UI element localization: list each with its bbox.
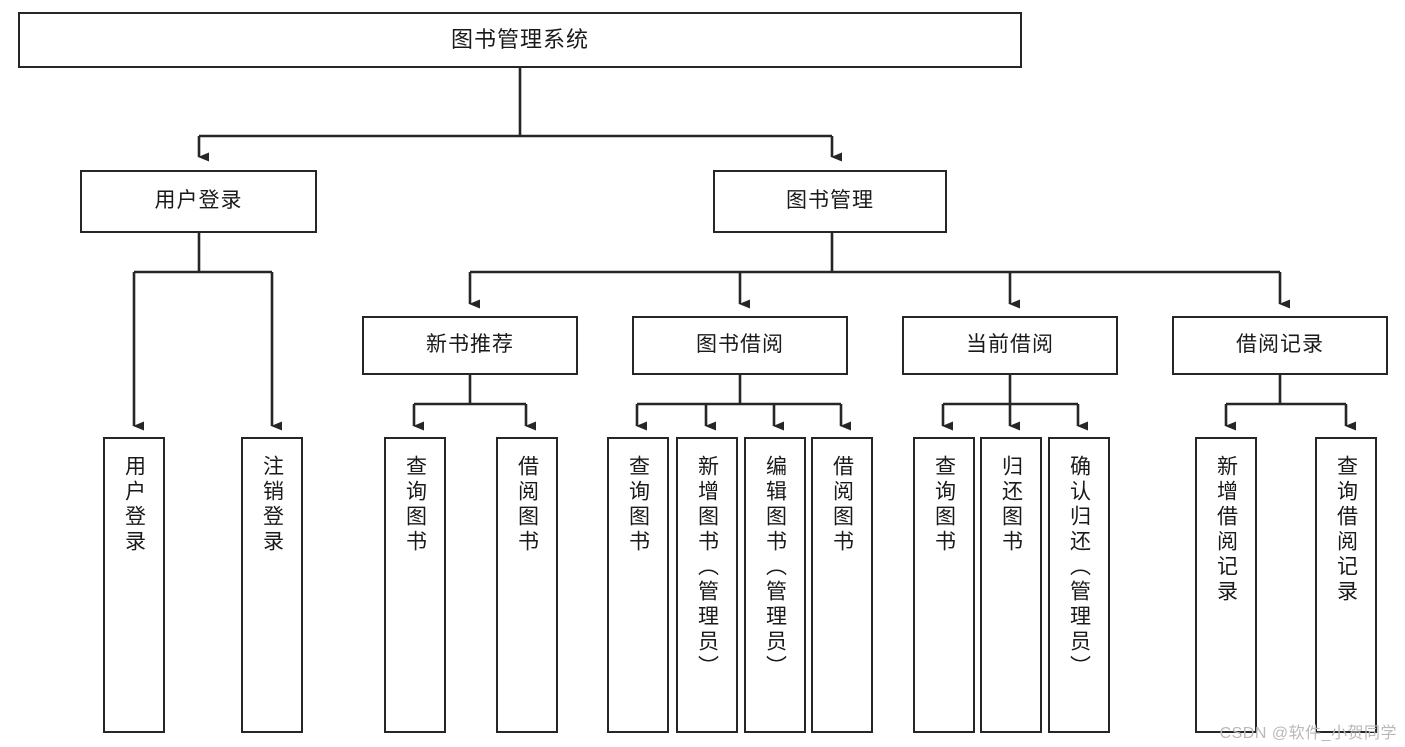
node-leaf-return-book-label: 归还图书 — [999, 455, 1023, 555]
node-leaf-query-book-3-label: 查询图书 — [932, 455, 956, 555]
node-leaf-logout-login[interactable]: 注销登录 — [241, 437, 303, 733]
node-user-login[interactable]: 用户登录 — [80, 170, 317, 233]
node-leaf-confirm-return-label: 确认归还（管理员） — [1067, 455, 1091, 680]
node-leaf-add-borrow-record-label: 新增借阅记录 — [1214, 455, 1238, 605]
node-leaf-return-book[interactable]: 归还图书 — [980, 437, 1042, 733]
node-leaf-edit-book-label: 编辑图书（管理员） — [763, 455, 787, 680]
node-leaf-query-borrow-record-label: 查询借阅记录 — [1334, 455, 1358, 605]
node-leaf-query-book-3[interactable]: 查询图书 — [913, 437, 975, 733]
node-borrow-record[interactable]: 借阅记录 — [1172, 316, 1388, 375]
node-root-label: 图书管理系统 — [450, 27, 589, 53]
node-leaf-user-login-label: 用户登录 — [122, 455, 146, 555]
node-borrow-record-label: 借阅记录 — [1236, 333, 1324, 357]
node-leaf-query-book-2[interactable]: 查询图书 — [607, 437, 669, 733]
node-new-book-recommend-label: 新书推荐 — [426, 333, 514, 357]
node-book-borrow-label: 图书借阅 — [696, 333, 784, 357]
node-current-borrow-label: 当前借阅 — [966, 333, 1054, 357]
node-book-management-label: 图书管理 — [786, 189, 874, 213]
node-user-login-label: 用户登录 — [154, 189, 243, 213]
node-leaf-borrow-book-2-label: 借阅图书 — [830, 455, 854, 555]
node-leaf-logout-login-label: 注销登录 — [260, 455, 284, 555]
node-leaf-add-book-label: 新增图书（管理员） — [695, 455, 719, 680]
node-leaf-add-book[interactable]: 新增图书（管理员） — [676, 437, 738, 733]
node-leaf-query-book-1[interactable]: 查询图书 — [384, 437, 446, 733]
node-leaf-edit-book[interactable]: 编辑图书（管理员） — [744, 437, 806, 733]
node-leaf-query-book-2-label: 查询图书 — [626, 455, 650, 555]
node-book-borrow[interactable]: 图书借阅 — [632, 316, 848, 375]
node-leaf-borrow-book-1[interactable]: 借阅图书 — [496, 437, 558, 733]
node-leaf-query-book-1-label: 查询图书 — [403, 455, 427, 555]
node-leaf-confirm-return[interactable]: 确认归还（管理员） — [1048, 437, 1110, 733]
node-leaf-borrow-book-1-label: 借阅图书 — [515, 455, 539, 555]
node-leaf-add-borrow-record[interactable]: 新增借阅记录 — [1195, 437, 1257, 733]
csdn-watermark: CSDN @软件_小贺同学 — [1219, 725, 1397, 742]
node-leaf-user-login[interactable]: 用户登录 — [103, 437, 165, 733]
node-root[interactable]: 图书管理系统 — [18, 12, 1022, 68]
node-book-management[interactable]: 图书管理 — [713, 170, 947, 233]
node-leaf-borrow-book-2[interactable]: 借阅图书 — [811, 437, 873, 733]
node-current-borrow[interactable]: 当前借阅 — [902, 316, 1118, 375]
node-leaf-query-borrow-record[interactable]: 查询借阅记录 — [1315, 437, 1377, 733]
node-new-book-recommend[interactable]: 新书推荐 — [362, 316, 578, 375]
